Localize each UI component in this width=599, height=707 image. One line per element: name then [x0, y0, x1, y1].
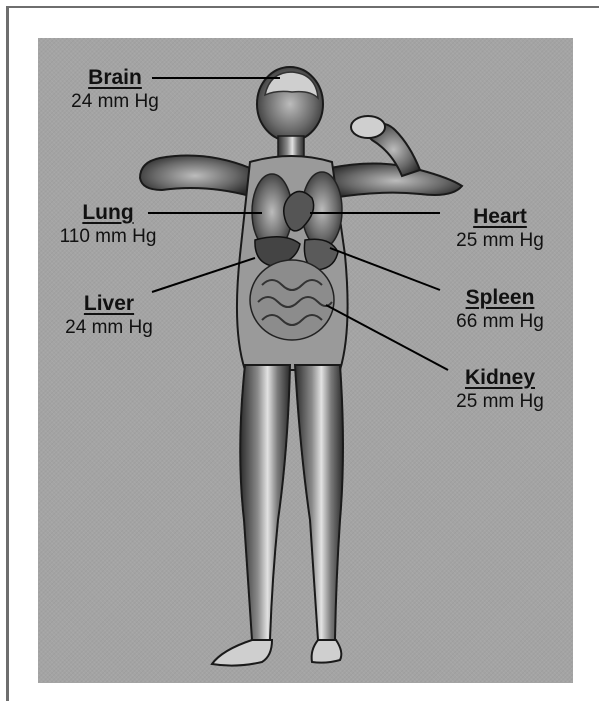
- label-lung: Lung 110 mm Hg: [46, 201, 170, 248]
- organ-name-spleen: Spleen: [440, 286, 560, 311]
- label-liver: Liver 24 mm Hg: [54, 292, 164, 339]
- organ-name-heart: Heart: [440, 205, 560, 230]
- right-leg: [295, 365, 343, 640]
- pressure-value-heart: 25 mm Hg: [440, 230, 560, 252]
- human-body: [140, 67, 462, 666]
- pressure-value-kidney: 25 mm Hg: [440, 391, 560, 413]
- organ-name-lung: Lung: [46, 201, 170, 226]
- organ-name-kidney: Kidney: [440, 366, 560, 391]
- right-foot: [312, 640, 342, 663]
- organ-name-liver: Liver: [54, 292, 164, 317]
- intestines: [250, 260, 334, 340]
- pressure-value-spleen: 66 mm Hg: [440, 311, 560, 333]
- left-arm: [140, 156, 250, 196]
- left-foot: [212, 640, 272, 666]
- organ-name-brain: Brain: [60, 66, 170, 91]
- left-leg: [240, 365, 290, 640]
- label-brain: Brain 24 mm Hg: [60, 66, 170, 113]
- right-fist: [351, 116, 385, 138]
- pressure-value-brain: 24 mm Hg: [60, 91, 170, 113]
- pressure-value-lung: 110 mm Hg: [46, 226, 170, 248]
- pressure-value-liver: 24 mm Hg: [54, 317, 164, 339]
- label-heart: Heart 25 mm Hg: [440, 205, 560, 252]
- label-spleen: Spleen 66 mm Hg: [440, 286, 560, 333]
- label-kidney: Kidney 25 mm Hg: [440, 366, 560, 413]
- right-arm: [330, 163, 462, 198]
